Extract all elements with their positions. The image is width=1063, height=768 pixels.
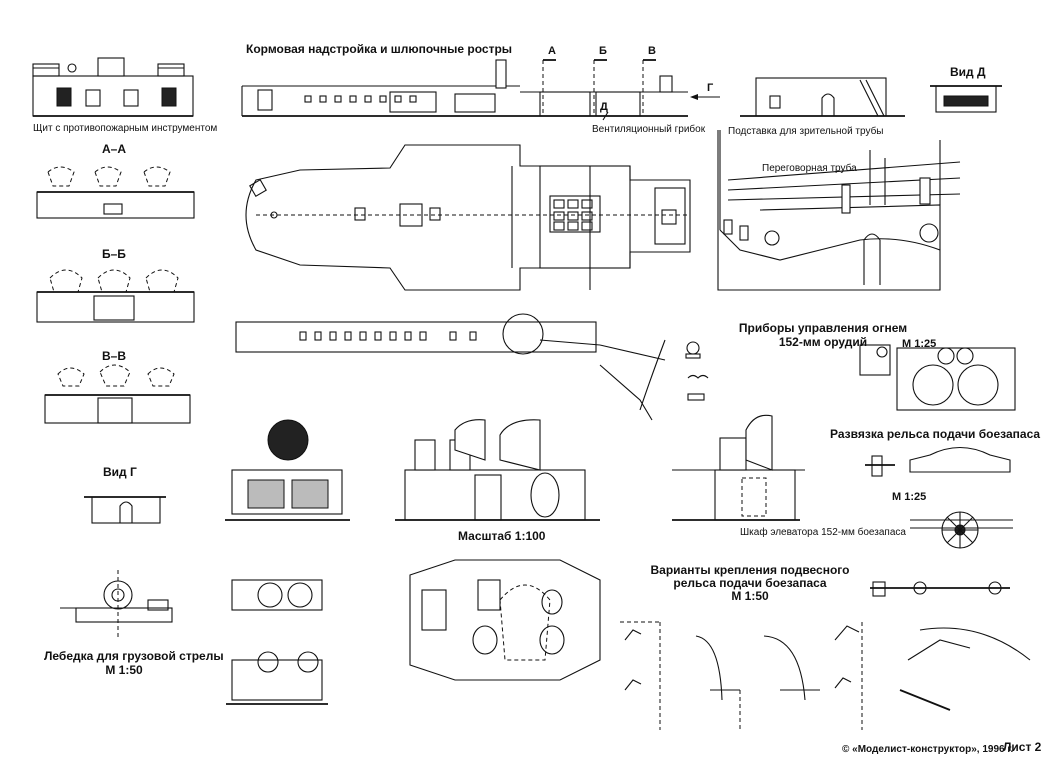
variants-title-2: рельса подачи боезапаса <box>673 576 827 590</box>
fire-control-title-2: 152-мм орудий <box>778 335 868 349</box>
lower-profile-strip <box>235 313 709 421</box>
plan-1-100 <box>409 559 601 681</box>
voice-pipe-caption: Переговорная труба <box>762 163 857 174</box>
main-title: Кормовая надстройка и шлюпочные ростры <box>246 42 513 56</box>
section-aa-title: А–А <box>102 142 127 156</box>
section-b-b <box>36 269 195 323</box>
view-mark-d: Д <box>600 101 608 113</box>
fire-control-scale: М 1:25 <box>902 338 937 350</box>
vent-caption: Вентиляционный грибок <box>592 124 706 135</box>
section-bb-title: Б–Б <box>102 247 126 261</box>
view-d-title: Вид Д <box>950 65 986 79</box>
arrow-mark-g: Г <box>707 82 714 94</box>
view-g <box>84 496 166 524</box>
side-elevation-1-100 <box>395 419 600 521</box>
cargo-winch-drawing <box>60 570 173 640</box>
ammo-elevator-cabinet <box>672 414 805 521</box>
winch-title-2: М 1:50 <box>105 663 143 677</box>
section-vv-title: В–В <box>102 349 127 363</box>
variants-scale: М 1:50 <box>731 589 769 603</box>
fire-control-instruments <box>859 344 1016 411</box>
rail-junction-scale: М 1:25 <box>892 491 927 503</box>
stand-caption: Подставка для зрительной трубы <box>728 126 884 137</box>
scale-1-100: Масштаб 1:100 <box>458 529 546 543</box>
elevator-caption: Шкаф элеватора 152-мм боезапаса <box>740 527 906 538</box>
section-mark-a: А <box>548 45 556 57</box>
variants-title-1: Варианты крепления подвесного <box>650 563 850 577</box>
section-mark-b: Б <box>599 45 607 57</box>
superstructure-plan-view <box>245 144 691 291</box>
shield-caption: Щит с противопожарным инструментом <box>33 123 218 134</box>
copyright: © «Моделист-конструктор», 1996 г. <box>842 744 1014 755</box>
winch-detail-views <box>225 419 350 705</box>
section-v-v <box>44 364 191 424</box>
winch-title-1: Лебедка для грузовой стрелы <box>44 649 224 663</box>
rail-junction-drawing <box>865 447 1013 597</box>
section-mark-v: В <box>648 45 656 57</box>
stern-superstructure-profile <box>241 59 720 121</box>
fire-control-title-1: Приборы управления огнем <box>738 321 908 335</box>
rail-junction-title: Развязка рельса подачи боезапаса <box>830 427 1041 441</box>
shield-elevation-view <box>32 57 194 117</box>
sheet-number: Лист 2 <box>1003 740 1042 754</box>
rail-mounting-variants <box>620 621 1031 730</box>
perspective-view <box>717 77 1002 291</box>
section-a-a <box>36 166 195 219</box>
view-g-title: Вид Г <box>103 465 137 479</box>
